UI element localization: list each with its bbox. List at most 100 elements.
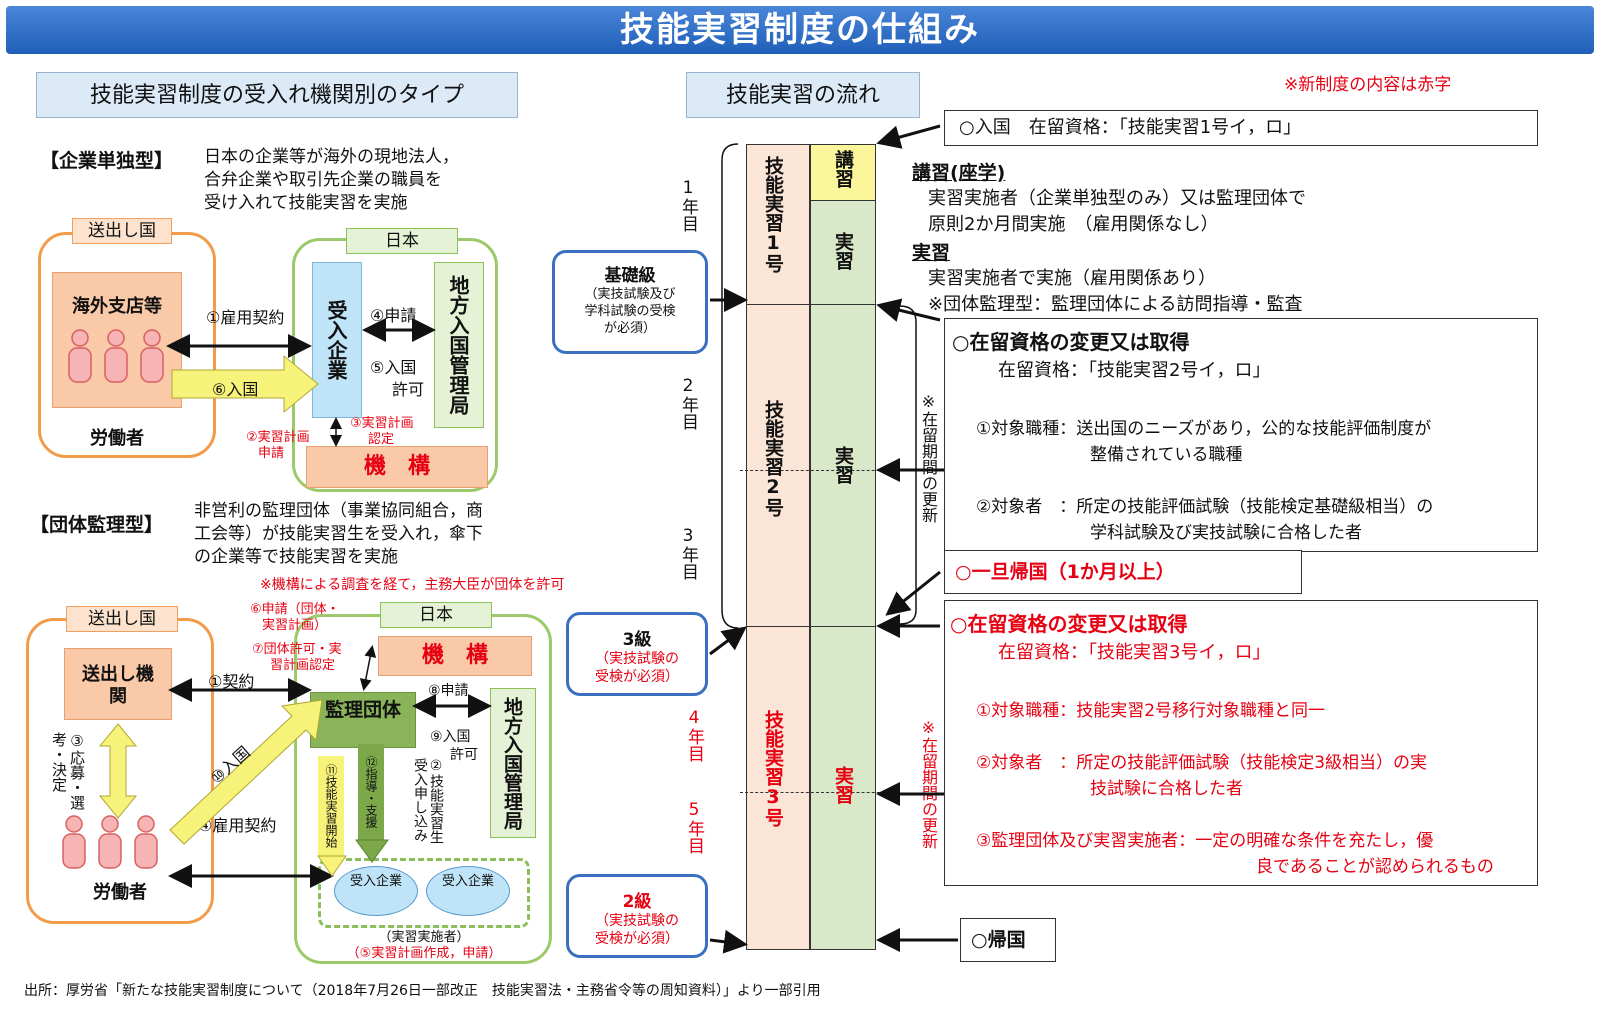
group-desc-line: 工会等）が技能実習生を受入れ，傘下 (194, 524, 483, 544)
temporary-return-box: ○一旦帰国（1か月以上） (944, 550, 1302, 594)
corp-arrow-label-6: ⑥入国 (212, 380, 259, 399)
return-box: ○帰国 (960, 918, 1056, 962)
corp-arrow-label-3a: ③実習計画 (350, 416, 414, 431)
group-arrow-label-7b: 習計画認定 (270, 658, 336, 673)
corp-arrow-label-2a: ②実習計画 (246, 430, 310, 445)
workers-icon (54, 814, 174, 878)
send-org-label: 送出し機関 (82, 664, 154, 707)
workers-icon (60, 328, 180, 392)
practice-heading: 実習 (912, 242, 951, 264)
corp-japan-tag: 日本 (346, 228, 458, 254)
corp-workers-label: 労働者 (90, 428, 144, 449)
group-arrow-label-7a: ⑦団体許可・実 (252, 642, 342, 657)
corp-immigration-bureau: 地方入国管理局 (434, 262, 484, 428)
grade3-title: 3級 (622, 630, 652, 650)
stage3-item: 良であることが認められるもの (1256, 857, 1494, 877)
year-label: 5年目 (684, 800, 704, 854)
corp-employer: 受入企業 (312, 262, 362, 418)
practice-column (810, 144, 876, 950)
grade2-text: （実技試験の (595, 913, 679, 929)
red-note: ※新制度の内容は赤字 (1284, 75, 1452, 95)
group-desc-line: 非営利の監理団体（事業協同組合，商 (194, 501, 483, 521)
corp-arrow-label-5a: ⑤入国 (370, 358, 417, 377)
corp-arrow-label-5b: 許可 (392, 380, 425, 399)
stage-3: 技能実習3号 (762, 710, 784, 827)
group-arrow-label-9b: 許可 (450, 747, 478, 763)
year-label: 4年目 (684, 708, 704, 762)
practice-label: 実習 (832, 766, 854, 804)
stage2-requirements-box (944, 318, 1538, 552)
group-arrow-label-3: ③応募・選考・決定 (50, 732, 86, 810)
group-arrow-label-5: （⑤実習計画作成，申請） (346, 946, 502, 961)
lecture-cell (811, 145, 875, 201)
stage3-item: ②対象者 ：所定の技能評価試験（技能検定3級相当）の実 (976, 753, 1428, 773)
lecture-label: 講習 (832, 150, 854, 188)
stage3-item: ③監理団体及び実習実施者：一定の明確な条件を充たし，優 (976, 831, 1434, 851)
stage2-item: 学科試験及び実技試験に合格した者 (1090, 523, 1362, 543)
group-kikou: 機 構 (378, 636, 532, 676)
group-arrow-label-12: ⑫指導・支援 (358, 744, 384, 840)
stage-2: 技能実習2号 (762, 400, 784, 517)
year-divider (740, 792, 900, 793)
corp-arrow-label-1: ①雇用契約 (206, 308, 285, 327)
stage2-item: ①対象職種：送出国のニーズがあり，公的な技能評価制度が (976, 419, 1432, 439)
stage2-heading: ○在留資格の変更又は取得 (952, 330, 1190, 354)
group-arrow-label-11: ⑪技能実習開始 (318, 756, 344, 856)
corp-desc-line: 合弁企業や取引先企業の職員を (204, 170, 442, 190)
grade3-box: 3級 （実技試験の 受検が必須） (566, 612, 708, 696)
group-type-desc: 非営利の監理団体（事業協同組合，商 工会等）が技能実習生を受入れ，傘下 の企業等… (194, 500, 483, 569)
stage3-item: ①対象職種：技能実習2号移行対象職種と同一 (976, 701, 1326, 721)
grade2-title: 2級 (622, 892, 652, 912)
renewal-note: ※在留期間の更新 (919, 718, 938, 849)
stage2-item: ②対象者 ：所定の技能評価試験（技能検定基礎級相当）の (976, 497, 1434, 517)
group-arrow-label-2: ②技能実習生受入申し込み (412, 758, 444, 844)
year-label: 3年目 (678, 526, 698, 580)
left-section-header: 技能実習制度の受入れ機関別のタイプ (36, 72, 518, 118)
group-japan-tag: 日本 (380, 602, 492, 628)
source-note: 出所：厚労省「新たな技能実習制度について（2018年7月26日一部改正 技能実習… (24, 983, 821, 999)
grade3-text: （実技試験の (595, 651, 679, 667)
group-desc-line: の企業等で技能実習を実施 (194, 547, 398, 567)
stage3-item: 技試験に合格した者 (1090, 779, 1243, 799)
practice-label: 実習 (832, 232, 854, 270)
implementers-group (318, 858, 530, 928)
stage-divider (746, 304, 876, 305)
basic-grade-box: 基礎級 （実技試験及び 学科試験の受検 が必須） (552, 250, 708, 354)
basic-grade-title: 基礎級 (604, 266, 656, 286)
stage3-heading: ○在留資格の変更又は取得 (950, 612, 1188, 636)
group-arrow-label-6a: ⑥申請（団体・ (250, 602, 340, 617)
stage2-status: 在留資格：「技能実習2号イ，ロ」 (998, 360, 1271, 381)
lecture-heading: 講習(座学) (912, 162, 1006, 184)
corp-type-desc: 日本の企業等が海外の現地法人， 合弁企業や取引先企業の職員を 受け入れて技能実習… (204, 146, 459, 215)
stage3-status: 在留資格：「技能実習3号イ，ロ」 (998, 642, 1271, 663)
supervisor-org: 監理団体 (310, 692, 416, 748)
overseas-branch-label: 海外支店等 (72, 296, 162, 317)
corp-desc-line: 受け入れて技能実習を実施 (204, 193, 408, 213)
practice-label: 実習 (832, 446, 854, 484)
group-arrow-label-4: ④雇用契約 (198, 816, 277, 835)
stage-1: 技能実習1号 (762, 156, 784, 273)
group-immigration-bureau: 地方入国管理局 (490, 688, 536, 838)
corp-type-label: 【企業単独型】 (40, 150, 174, 172)
group-workers-label: 労働者 (93, 882, 147, 903)
stage-divider (746, 626, 876, 627)
grade2-box: 2級 （実技試験の 受検が必須） (566, 874, 708, 958)
group-employer-2: 受入企業 (426, 866, 510, 916)
practice-text: ※団体監理型：監理団体による訪問指導・監査 (928, 294, 1303, 315)
corp-kikou: 機 構 (306, 446, 488, 488)
right-section-header: 技能実習の流れ (686, 72, 920, 118)
group-note: ※機構による調査を経て，主務大臣が団体を許可 (260, 577, 565, 593)
send-org-box (64, 648, 172, 720)
grade3-text: 受検が必須） (595, 669, 679, 685)
stage3-requirements-box (944, 600, 1538, 886)
renewal-note: ※在留期間の更新 (919, 392, 938, 523)
group-type-label: 【団体監理型】 (30, 514, 164, 536)
implementers-label: （実習実施者） (378, 930, 470, 945)
lecture-text: 実習実施者（企業単独型のみ）又は監理団体で (928, 188, 1306, 209)
group-arrow-label-9a: ⑨入国 (430, 729, 471, 745)
group-send-country-tag: 送出し国 (66, 606, 178, 632)
basic-grade-text: （実技試験及び (584, 287, 676, 302)
corp-send-country-tag: 送出し国 (72, 218, 172, 244)
entry-box: ○入国 在留資格：「技能実習1号イ，ロ」 (944, 110, 1538, 146)
